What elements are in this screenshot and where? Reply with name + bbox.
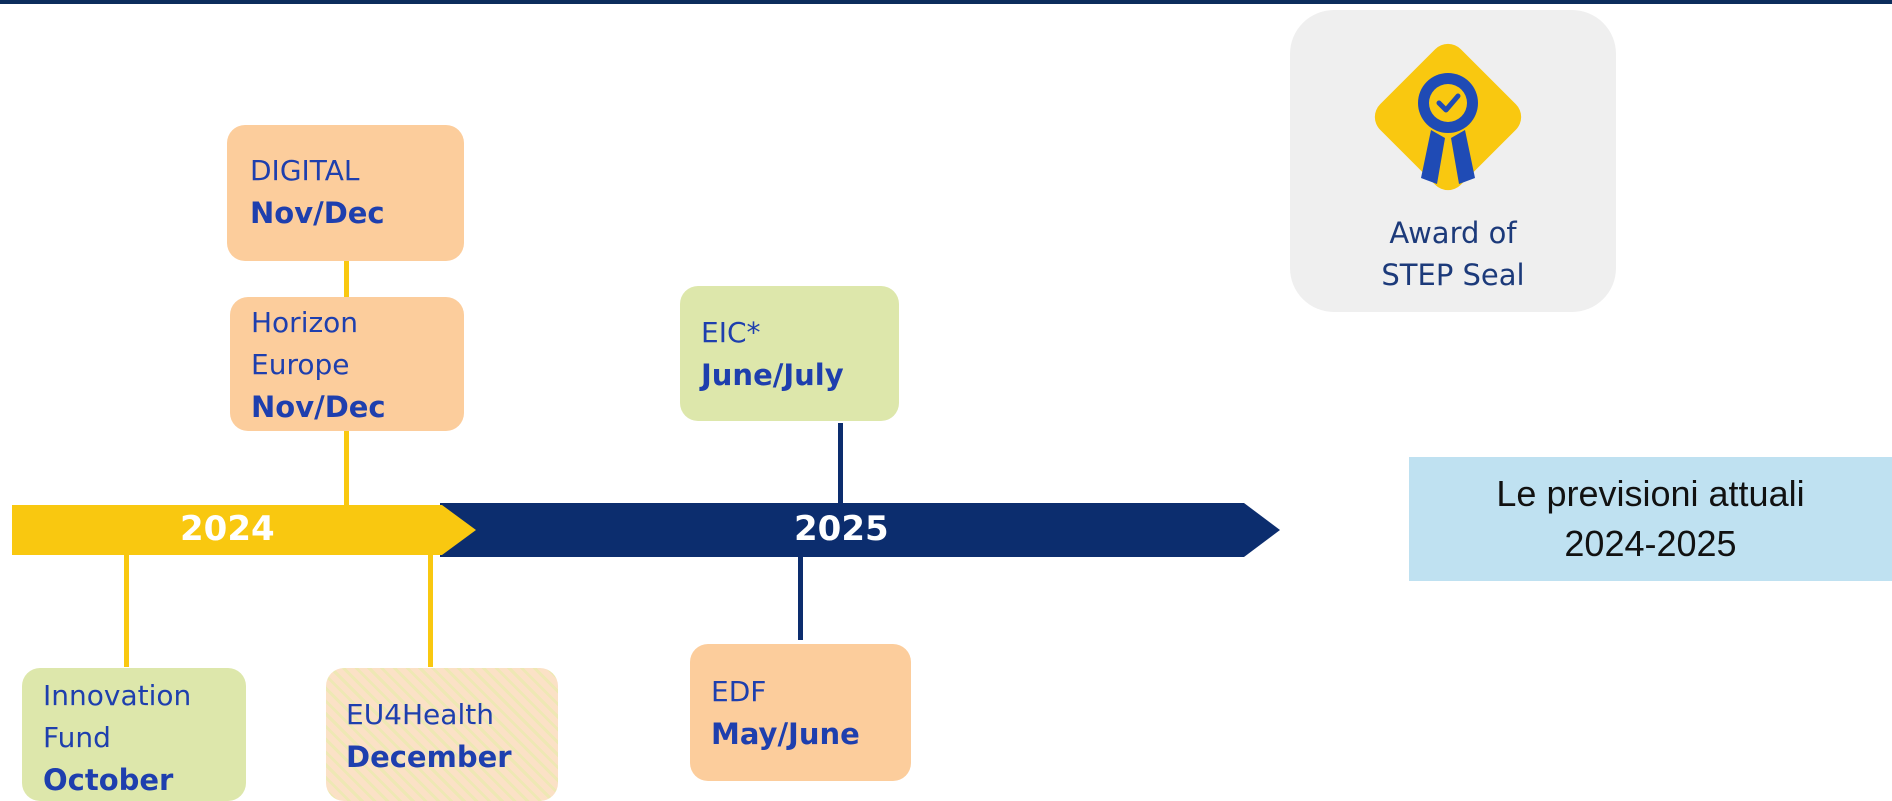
- award-ribbon-icon: [1374, 43, 1522, 191]
- event-date: Nov/Dec: [250, 196, 385, 230]
- event-edf: EDF May/June: [690, 644, 911, 781]
- event-label: EIC*: [701, 316, 761, 349]
- year-2025-label: 2025: [794, 509, 889, 549]
- forecast-years: 2024-2025: [1564, 523, 1737, 564]
- event-label: Innovation Fund: [43, 679, 192, 754]
- timeline-arrow: [12, 503, 1280, 557]
- connector-eu4health: [428, 555, 433, 667]
- event-date: October: [43, 763, 174, 797]
- forecast-box: Le previsioni attuali 2024-2025: [1409, 457, 1892, 581]
- event-digital: DIGITAL Nov/Dec: [227, 125, 464, 261]
- event-label: DIGITAL: [250, 154, 360, 187]
- forecast-title: Le previsioni attuali: [1496, 473, 1805, 514]
- top-border: [0, 0, 1892, 4]
- event-horizon-europe: Horizon Europe Nov/Dec: [230, 297, 464, 431]
- event-label: Horizon Europe: [251, 306, 359, 381]
- event-date: June/July: [701, 358, 844, 392]
- event-eic: EIC* June/July: [680, 286, 899, 421]
- connector-horizon: [344, 430, 349, 505]
- event-date: May/June: [711, 717, 860, 751]
- connector-edf: [798, 557, 803, 640]
- connector-digital: [344, 258, 349, 298]
- event-label: EU4Health: [346, 698, 494, 731]
- year-2024-label: 2024: [180, 509, 275, 549]
- event-innovation-fund: Innovation Fund October: [22, 668, 246, 801]
- connector-innovation: [124, 555, 129, 667]
- event-eu4health: EU4Health December: [326, 668, 558, 801]
- step-seal-label: Award of STEP Seal: [1381, 216, 1525, 292]
- timeline-segment-2025: [440, 503, 1280, 557]
- event-label: EDF: [711, 675, 767, 708]
- event-date: Nov/Dec: [251, 390, 386, 424]
- event-date: December: [346, 740, 512, 774]
- connector-eic: [838, 423, 843, 504]
- timeline-segment-2024: [12, 505, 476, 555]
